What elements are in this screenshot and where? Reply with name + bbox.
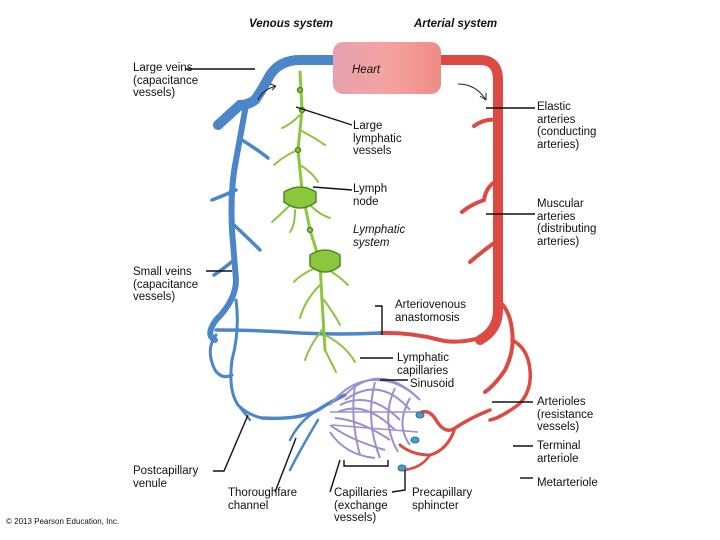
lymphatic-vessels xyxy=(271,70,356,373)
heart-shape xyxy=(333,42,441,94)
precapillary-sphincter-label: Precapillary sphincter xyxy=(412,487,473,512)
small-veins-label: Small veins (capacitance vessels) xyxy=(133,266,199,303)
sinusoid-label: Sinusoid xyxy=(410,378,455,390)
lymph-node-icons xyxy=(283,86,341,273)
capillaries-label: Capillaries (exchange vessels) xyxy=(334,487,388,524)
lymphatic-capillaries-label: Lymphatic capillaries xyxy=(397,352,449,377)
terminal-arteriole-label: Terminal arteriole xyxy=(537,440,581,465)
arterial-vessels xyxy=(378,55,532,472)
elastic-arteries-label: Elastic arteries (conducting arteries) xyxy=(537,101,597,151)
precapillary-sphincter-icons xyxy=(397,411,425,472)
muscular-arteries-label: Muscular arteries (distributing arteries… xyxy=(537,198,597,248)
venous-system-header: Venous system xyxy=(249,18,333,30)
heart-label: Heart xyxy=(352,64,381,76)
arteriovenous-anastomosis-label: Arteriovenous anastomosis xyxy=(395,299,466,324)
venous-vessels xyxy=(207,55,382,472)
capillary-bed xyxy=(329,377,421,459)
leader-lines xyxy=(186,68,535,493)
large-lymphatic-vessels-label: Large lymphatic vessels xyxy=(353,120,402,157)
thoroughfare-channel-label: Thoroughfare channel xyxy=(228,487,298,512)
arterioles-label: Arterioles (resistance vessels) xyxy=(537,396,594,433)
arterial-system-header: Arterial system xyxy=(414,18,498,30)
metarteriole-label: Metarteriole xyxy=(537,477,598,489)
copyright-notice: © 2013 Pearson Education, Inc. xyxy=(6,517,120,526)
large-veins-label: Large veins (capacitance vessels) xyxy=(133,62,199,99)
flow-arrow-icons xyxy=(257,83,487,101)
postcapillary-venule-label: Postcapillary venule xyxy=(133,465,199,490)
lymph-node-label: Lymph node xyxy=(353,183,388,208)
lymphatic-system-label: Lymphatic system xyxy=(353,224,406,249)
